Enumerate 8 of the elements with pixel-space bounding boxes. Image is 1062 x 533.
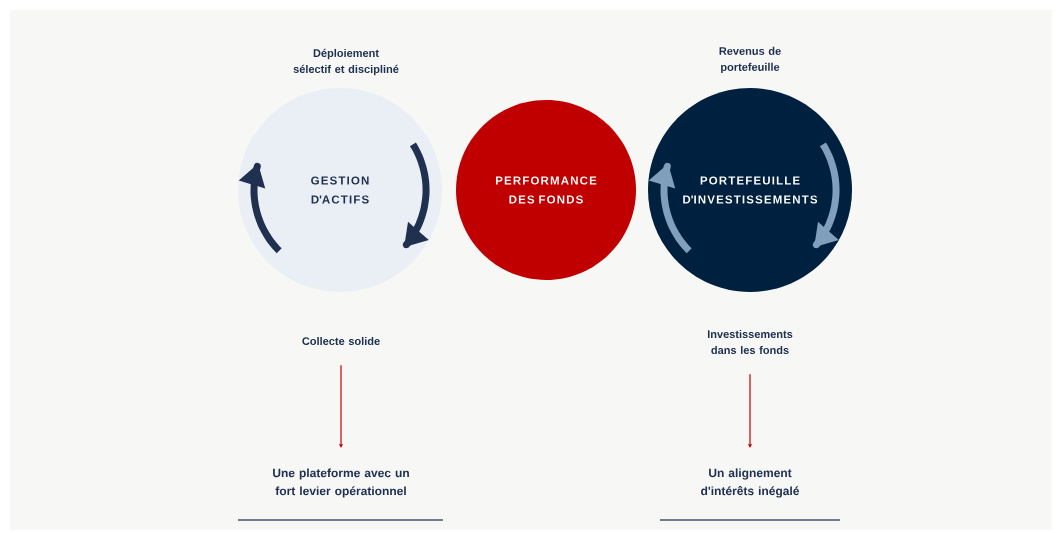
- arrow: [339, 364, 343, 448]
- text-label: Une plateforme avec un fort levier opérationnel: [273, 468, 409, 498]
- node-label: Revenus de portefeuille: [719, 46, 781, 74]
- text-label: Un alignement d'intérêts inégalé: [701, 468, 800, 498]
- node-label: Déploiement sélectif et discipliné: [293, 48, 399, 76]
- text-label: Investissements dans les fonds: [707, 329, 793, 355]
- text-label: Collecte solide: [302, 336, 380, 346]
- arrow: [748, 373, 752, 448]
